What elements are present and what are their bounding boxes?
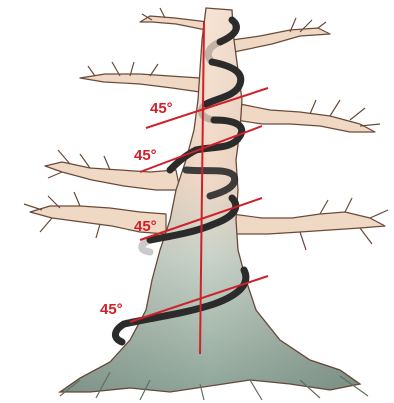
branch-top-left xyxy=(140,16,208,30)
angle-label-4: 45° xyxy=(100,301,123,318)
trunk xyxy=(60,8,368,400)
branch-middle-left xyxy=(45,162,180,190)
branch-top-right xyxy=(232,28,330,52)
angle-label-3: 45° xyxy=(134,218,157,235)
angle-label-1: 45° xyxy=(150,100,173,117)
angle-label-2: 45° xyxy=(134,147,157,164)
branch-upper-left xyxy=(80,74,200,92)
